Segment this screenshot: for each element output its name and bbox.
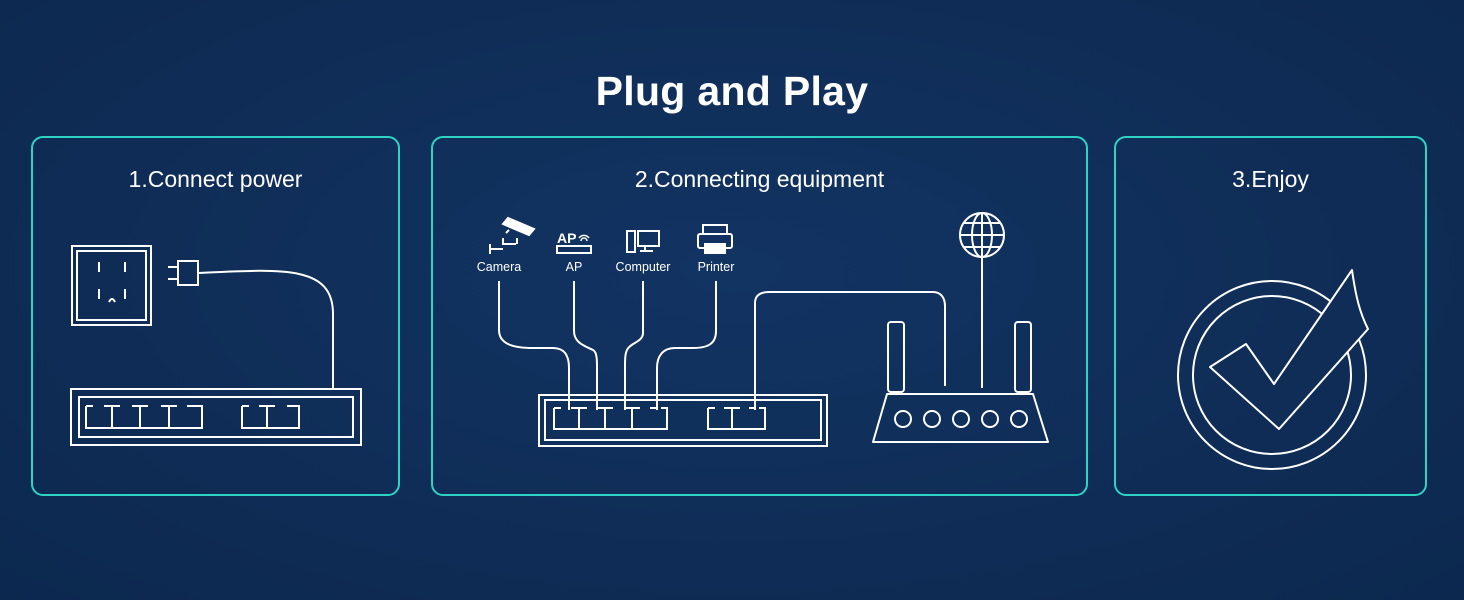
ap-icon-text: AP xyxy=(557,230,576,246)
router-icon xyxy=(872,321,1049,443)
step-connect-power-panel: 1.Connect power xyxy=(31,136,400,496)
computer-icon xyxy=(626,230,660,253)
switch-icon xyxy=(538,394,828,447)
device-label-printer: Printer xyxy=(698,260,735,274)
step-3-label: 3.Enjoy xyxy=(1232,166,1309,192)
device-cables xyxy=(498,281,946,410)
page-title: Plug and Play xyxy=(595,68,869,114)
printer-icon xyxy=(697,224,733,254)
power-outlet-icon xyxy=(71,245,152,326)
step-1-label: 1.Connect power xyxy=(128,166,303,192)
step-enjoy-panel: 3.Enjoy xyxy=(1114,136,1427,496)
step-connect-equipment-panel: 2.Connecting equipment Camera AP AP Comp… xyxy=(431,136,1088,496)
device-label-camera: Camera xyxy=(477,260,522,274)
device-label-ap: AP xyxy=(566,260,583,274)
camera-icon xyxy=(489,216,536,254)
switch-icon xyxy=(70,388,362,446)
globe-icon xyxy=(959,212,1005,388)
power-illustration xyxy=(70,245,362,446)
ap-icon: AP xyxy=(556,230,592,254)
step-2-label: 2.Connecting equipment xyxy=(634,166,885,192)
device-label-computer: Computer xyxy=(616,260,671,274)
checkmark-icon xyxy=(1177,269,1369,470)
equipment-illustration: Camera AP AP Computer Printer xyxy=(477,212,1049,447)
plug-icon xyxy=(168,260,334,388)
